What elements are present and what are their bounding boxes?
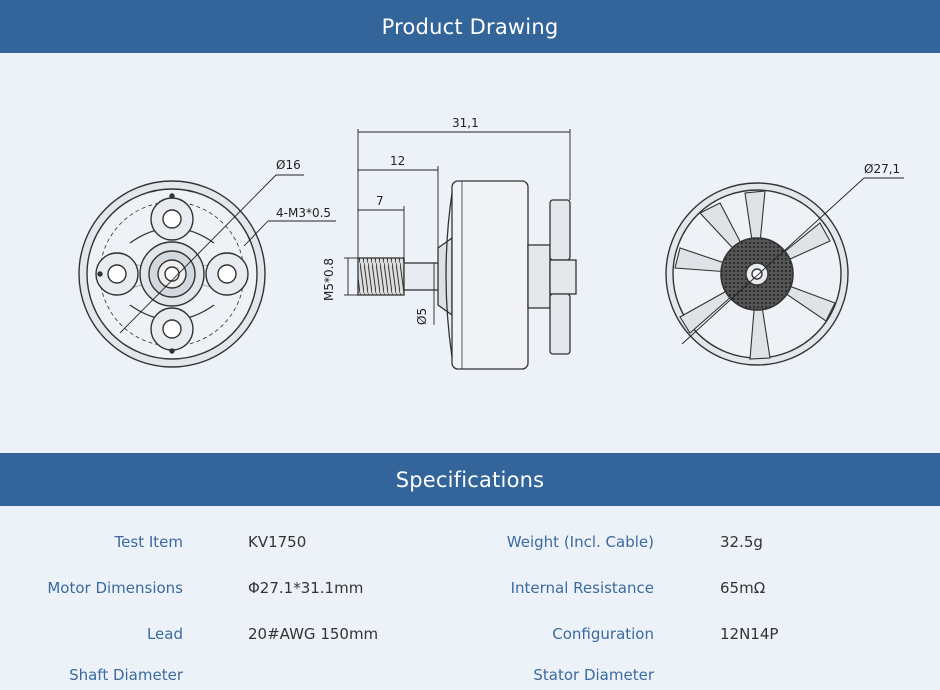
spec-label: Weight (Incl. Cable) (506, 533, 654, 551)
spec-label: Configuration (552, 625, 654, 643)
spec-label: Internal Resistance (510, 579, 654, 597)
spec-row: Shaft Diameter Stator Diameter (0, 666, 940, 690)
spec-value: 32.5g (720, 533, 763, 551)
dim-total-length: 31,1 (452, 116, 479, 130)
spec-value: KV1750 (248, 533, 307, 551)
dim-diameter-27: Ø27,1 (864, 162, 900, 176)
right-leaders (681, 177, 904, 345)
bottom-view (78, 180, 266, 368)
product-drawing-header: Product Drawing (0, 0, 940, 53)
spec-row: Test Item KV1750 Weight (Incl. Cable) 32… (0, 533, 940, 557)
spec-label: Test Item (114, 533, 183, 551)
dim-length-7: 7 (376, 194, 384, 208)
dim-shaft-thread: M5*0.8 (322, 258, 336, 301)
specifications-header: Specifications (0, 453, 940, 506)
left-leaders (119, 174, 336, 334)
spec-label: Motor Dimensions (47, 579, 183, 597)
spec-label: Stator Diameter (533, 666, 654, 684)
spec-value: Φ27.1*31.1mm (248, 579, 364, 597)
product-drawing-title: Product Drawing (381, 14, 559, 39)
dim-diameter-16: Ø16 (276, 158, 301, 172)
side-view (357, 180, 577, 370)
dim-length-12: 12 (390, 154, 405, 168)
spec-value: 20#AWG 150mm (248, 625, 379, 643)
spec-value: 12N14P (720, 625, 779, 643)
dim-mount-thread: 4-M3*0.5 (276, 206, 331, 220)
spec-label: Shaft Diameter (69, 666, 183, 684)
spec-row: Motor Dimensions Φ27.1*31.1mm Internal R… (0, 579, 940, 603)
dim-shaft-diameter: Ø5 (415, 308, 429, 325)
spec-value: 65mΩ (720, 579, 766, 597)
product-drawing: Ø16 4-M3*0.5 (0, 53, 940, 453)
motor-drawing: Ø16 4-M3*0.5 (78, 116, 904, 370)
spec-label: Lead (146, 625, 183, 643)
spec-row: Lead 20#AWG 150mm Configuration 12N14P (0, 625, 940, 649)
specifications-title: Specifications (395, 467, 545, 492)
specifications-table: Test Item KV1750 Weight (Incl. Cable) 32… (0, 506, 940, 684)
side-dimensions (344, 129, 571, 325)
top-view (665, 182, 849, 366)
